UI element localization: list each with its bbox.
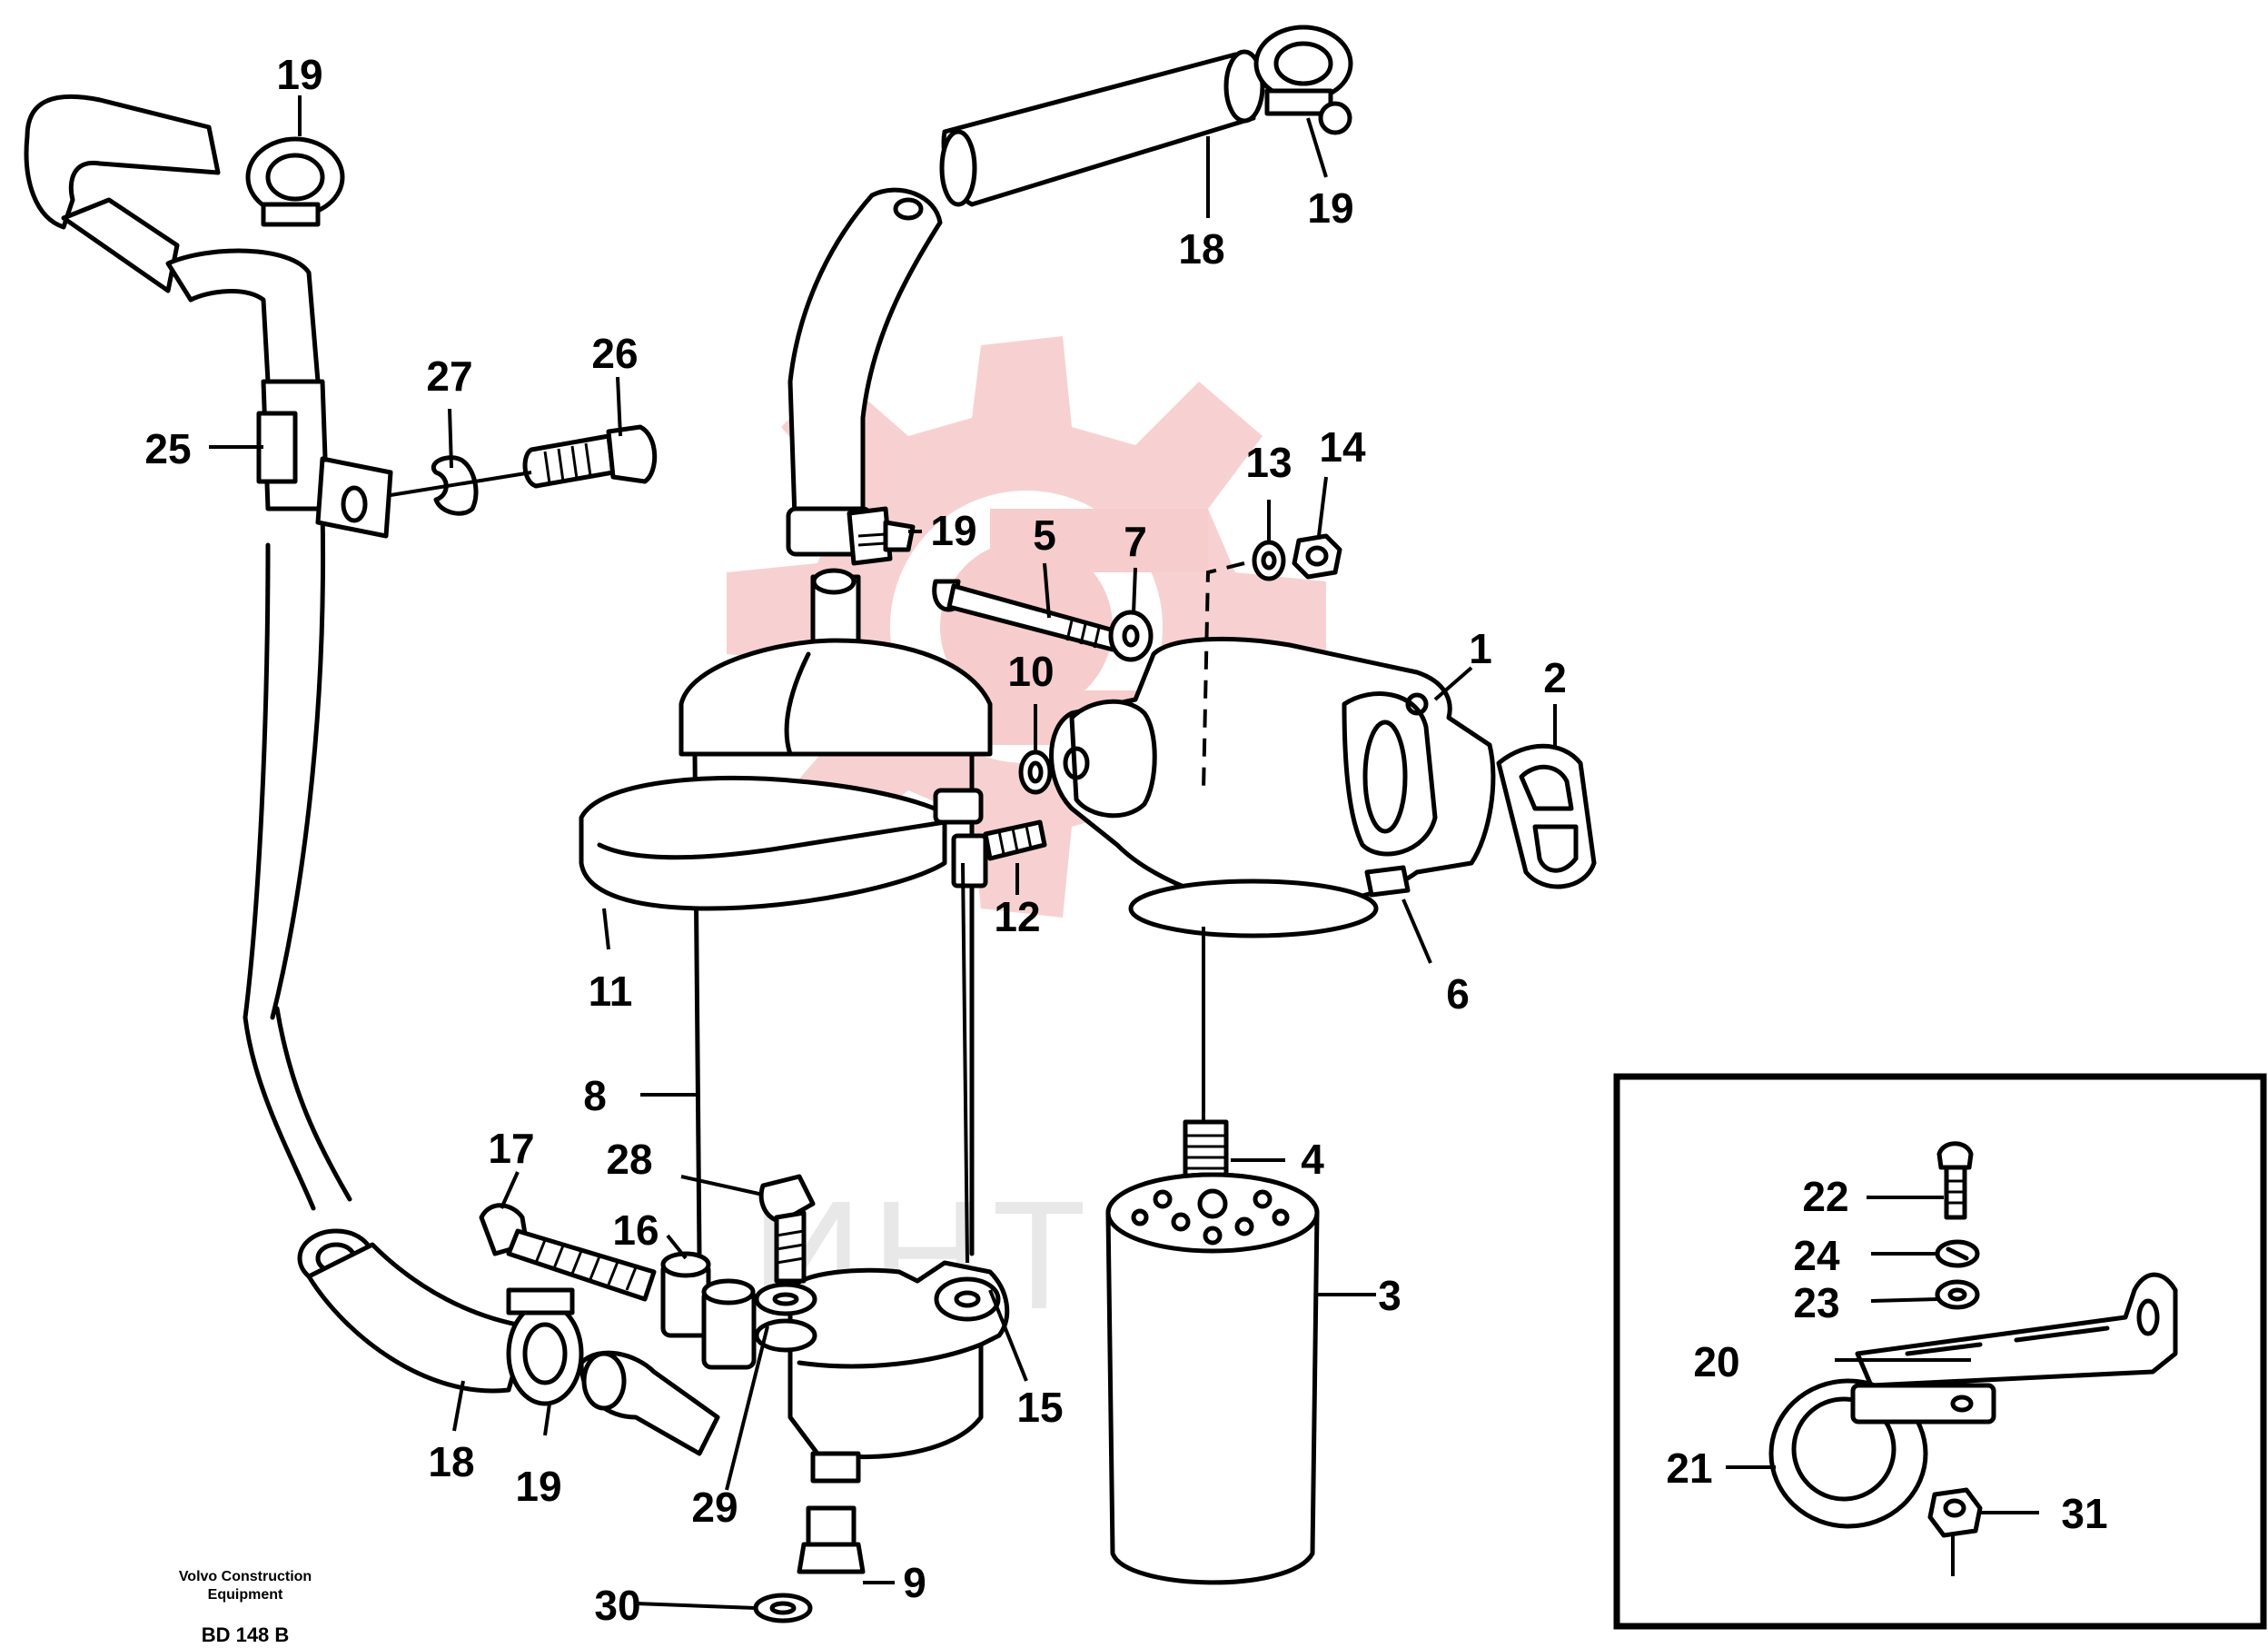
bolt-26 [390, 424, 658, 497]
drain-plug-9 [797, 1505, 866, 1574]
callout-13: 13 [1245, 439, 1292, 486]
footer-code: BD 148 B [202, 1623, 290, 1646]
callout-11: 11 [589, 968, 633, 1015]
callout-15: 15 [1016, 1384, 1063, 1431]
callout-19-a: 19 [276, 51, 322, 98]
callout-19-d: 19 [515, 1463, 561, 1510]
spin-on-filter-3 [1105, 1172, 1320, 1585]
callout-8: 8 [583, 1072, 607, 1119]
callout-18-b: 18 [428, 1438, 474, 1485]
fitting-16 [660, 1251, 757, 1370]
band-clamp-11 [579, 775, 988, 911]
inset-bracket-20 [1855, 1272, 2178, 1388]
inset-lock-washer-24 [1935, 1239, 1980, 1268]
callout-9: 9 [903, 1559, 926, 1606]
callout-7: 7 [1124, 518, 1147, 565]
filter-housing-8 [678, 568, 993, 1256]
bolt-28 [758, 1174, 816, 1284]
washer-29 [754, 1282, 817, 1353]
hose-clamp-upper-left [245, 136, 345, 227]
callout-6: 6 [1446, 970, 1470, 1018]
inset-bolt-22 [1936, 1141, 1974, 1220]
callout-19-c: 19 [930, 507, 976, 554]
washer-13 [1252, 540, 1286, 581]
callout-numbers: 19 19 18 25 27 26 19 5 7 13 14 1 2 10 12… [144, 51, 2107, 1629]
callout-14: 14 [1319, 423, 1366, 471]
washer-15 [934, 1276, 1001, 1322]
callout-16: 16 [612, 1206, 659, 1254]
footer-brand-line2: Equipment [208, 1587, 283, 1603]
footer: Volvo Construction Equipment BD 148 B [179, 1569, 312, 1646]
callout-20: 20 [1693, 1338, 1739, 1385]
o-ring-10 [1018, 750, 1053, 795]
callout-17: 17 [488, 1125, 534, 1172]
callout-31: 31 [2061, 1490, 2107, 1537]
inset-washer-23 [1935, 1279, 1980, 1310]
callout-29: 29 [691, 1484, 738, 1531]
callout-2: 2 [1543, 654, 1567, 701]
callout-25: 25 [144, 425, 191, 472]
gasket-2 [1496, 743, 1597, 889]
stud-12 [983, 819, 1047, 861]
callout-18-a: 18 [1178, 225, 1224, 273]
filter-head-1 [1049, 636, 1496, 938]
bracket-25 [256, 411, 393, 539]
callout-27: 27 [426, 352, 472, 400]
callout-24: 24 [1793, 1232, 1840, 1279]
callout-4: 4 [1301, 1136, 1324, 1183]
bolt-17 [479, 1203, 657, 1302]
washer-30 [753, 1593, 813, 1623]
nut-14 [1292, 533, 1342, 580]
hose-lower-left [297, 1228, 720, 1456]
leader-lines [209, 95, 2039, 1610]
callout-3: 3 [1378, 1272, 1401, 1319]
callout-26: 26 [591, 330, 638, 377]
callout-5: 5 [1033, 511, 1056, 559]
callout-10: 10 [1007, 648, 1054, 695]
callout-19-b: 19 [1307, 184, 1353, 232]
callout-1: 1 [1469, 625, 1492, 672]
hose-upper-left [24, 94, 352, 1211]
hose-upper-right [939, 25, 1353, 207]
inset-frame [1613, 1073, 2267, 1630]
washer-7 [1108, 610, 1154, 662]
hose-elbow-filter-top [786, 187, 943, 566]
footer-brand-line1: Volvo Construction [179, 1569, 312, 1584]
callout-28: 28 [606, 1136, 652, 1183]
inset-clamp-21 [1768, 1378, 1996, 1529]
callout-23: 23 [1793, 1279, 1839, 1326]
callout-21: 21 [1666, 1444, 1712, 1492]
inset-nut-31 [1927, 1487, 1983, 1538]
callout-30: 30 [594, 1582, 640, 1629]
callout-22: 22 [1802, 1173, 1848, 1220]
callout-12: 12 [994, 893, 1040, 940]
